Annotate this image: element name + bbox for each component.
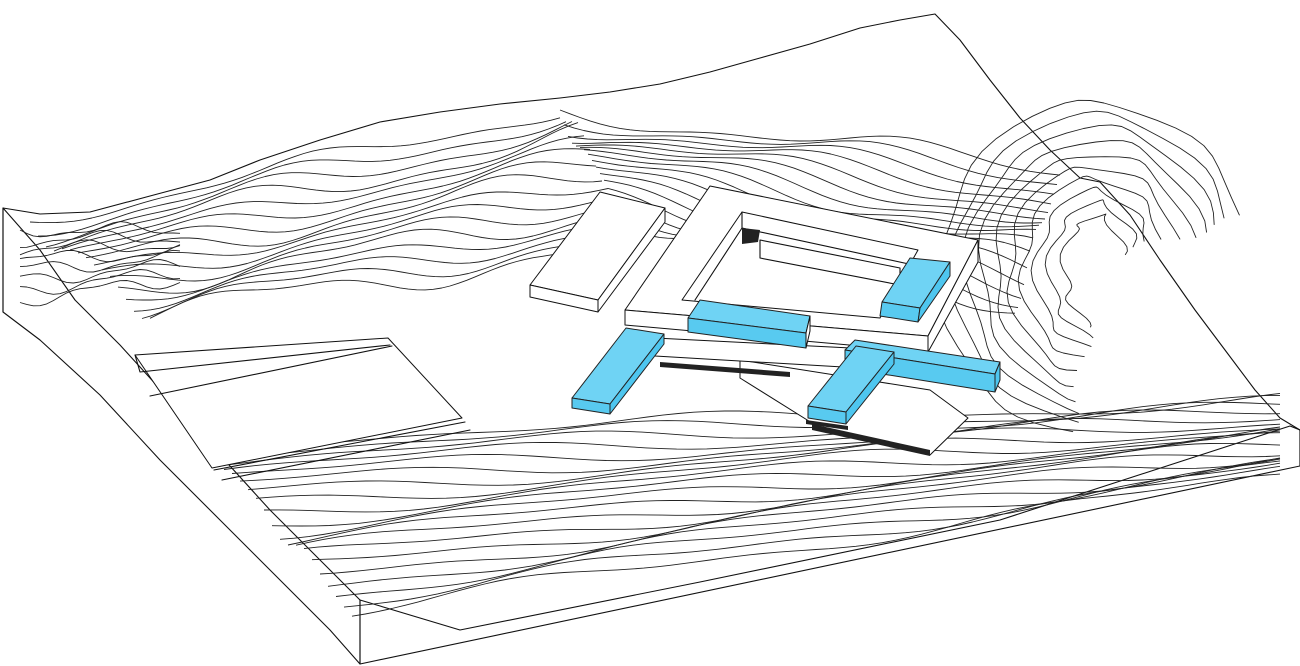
contour-line-51 [271, 426, 1281, 527]
contour-line-44 [215, 401, 1281, 467]
contour-line-67 [19, 259, 181, 284]
terrain-block [2, 13, 1300, 665]
contour-line-21 [579, 146, 1046, 220]
courtyard-shadow [742, 228, 760, 244]
wing-north-east-side [917, 261, 951, 323]
contour-line-52 [279, 432, 1281, 540]
terrain-top-outline [2, 13, 1300, 431]
contour-line-58 [327, 460, 1281, 587]
wing-cross-short-side [845, 351, 895, 425]
contour-line-60 [343, 465, 1281, 608]
contour-line-43 [208, 394, 1281, 458]
contour-line-45 [223, 409, 1281, 470]
contour-line-18 [567, 135, 1055, 195]
contour-line-22 [583, 149, 1043, 224]
annex-side [597, 207, 666, 313]
terrace-fields [134, 337, 471, 481]
contour-lines [19, 99, 1281, 617]
contour-line-4 [61, 135, 585, 250]
contour-line-17 [563, 124, 1058, 186]
contour-line-56 [311, 457, 1281, 561]
contour-line-9 [101, 196, 615, 271]
wing-south-west-top [571, 327, 665, 405]
contour-line-69 [19, 280, 181, 307]
contour-line-66 [19, 249, 181, 273]
quad-courtyard [681, 211, 919, 319]
terrace-lower [149, 345, 471, 481]
building-complex [529, 185, 1001, 456]
contour-line-46 [231, 418, 1281, 474]
lower-plaza-shadow [812, 424, 930, 456]
contour-line-47 [239, 423, 1281, 482]
contour-line-35 [1017, 175, 1162, 358]
contour-line-61 [351, 473, 1281, 617]
contour-line-55 [303, 458, 1281, 550]
contour-line-20 [575, 144, 1049, 214]
contour-line-32 [1059, 213, 1128, 328]
contour-line-68 [19, 269, 181, 295]
terrace-upper [134, 337, 463, 469]
contour-line-13 [133, 222, 639, 312]
contour-line-7 [85, 174, 603, 259]
contour-line-36 [1006, 166, 1181, 371]
terrain-front-face [359, 425, 1300, 665]
wing-cross-long-side [994, 361, 1001, 393]
contour-line-1 [37, 121, 567, 237]
contour-line-8 [93, 188, 609, 266]
contour-line-62 [19, 221, 181, 238]
contour-line-2 [45, 121, 573, 248]
wing-cross-short-shadow [806, 420, 848, 430]
wing-south-west-side [609, 333, 665, 415]
contour-line-64 [19, 239, 181, 256]
contour-line-59 [335, 462, 1281, 597]
contour-line-49 [255, 430, 1281, 499]
quad-ring-side [927, 239, 979, 353]
contour-line-33 [1044, 199, 1138, 339]
terrace-upper-edge [134, 344, 391, 373]
contour-line-37 [995, 156, 1197, 388]
contour-line-48 [247, 428, 1281, 491]
contour-line-12 [125, 218, 633, 301]
contour-line-50 [263, 428, 1281, 513]
wing-central-bar-side [805, 315, 811, 349]
contour-line-19 [571, 141, 1052, 205]
contour-line-16 [559, 109, 1061, 176]
contour-line-10 [109, 204, 621, 282]
contour-line-5 [69, 148, 591, 251]
contour-line-65 [19, 244, 181, 263]
quad-lower-tier-shadow [660, 362, 790, 377]
contour-line-3 [53, 122, 579, 252]
contour-line-0 [29, 117, 561, 224]
contour-line-23 [587, 153, 1040, 228]
contour-line-34 [1030, 186, 1145, 348]
contour-line-53 [287, 442, 1281, 546]
contour-line-63 [19, 229, 181, 248]
contour-line-39 [961, 124, 1215, 414]
contour-line-38 [978, 140, 1208, 403]
